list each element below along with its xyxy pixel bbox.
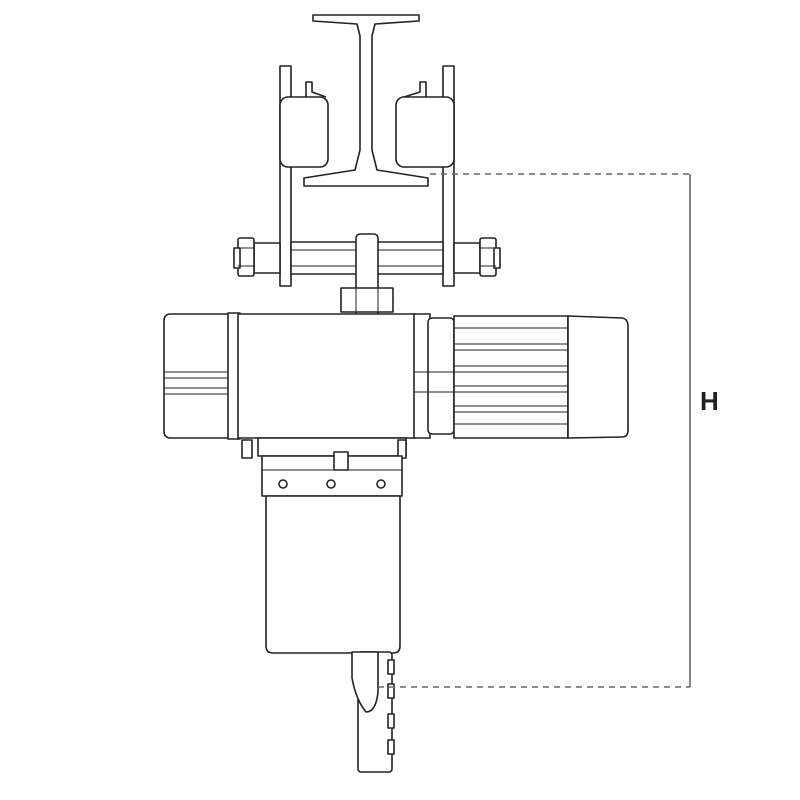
dimension-label: H xyxy=(700,386,719,416)
chain-container xyxy=(265,495,401,654)
cross-axle xyxy=(233,233,501,317)
chain-guide xyxy=(241,437,407,497)
dimension-h: H xyxy=(378,173,719,688)
hook-block xyxy=(351,651,395,773)
hoist-body xyxy=(163,312,629,440)
trolley-frame xyxy=(279,65,455,287)
i-beam-rail xyxy=(303,14,429,187)
